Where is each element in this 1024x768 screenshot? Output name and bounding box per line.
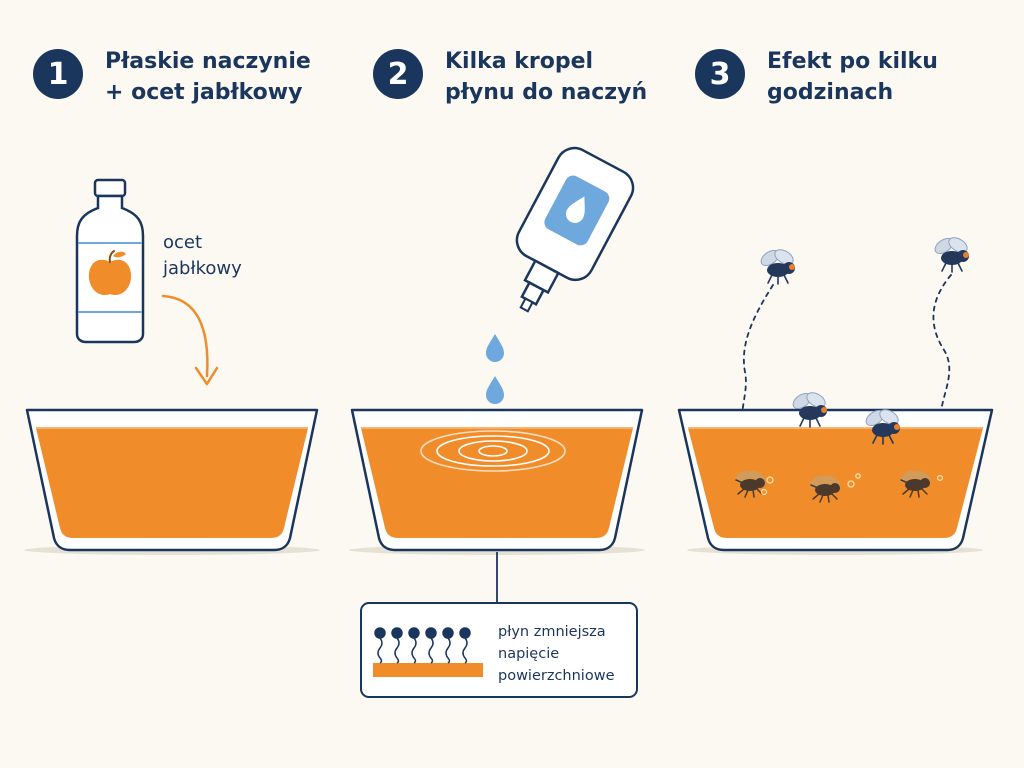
step-3-title-line-1: Efekt po kilku	[767, 49, 938, 74]
step-2-title-line-1: Kilka kropel	[445, 49, 594, 74]
surface-ripples	[420, 430, 566, 472]
step-2-title-line-2: płynu do naczyń	[445, 80, 648, 105]
dish-2	[349, 408, 645, 555]
step-3-title-line-2: godzinach	[767, 80, 894, 105]
step-1-title-line-1: Płaskie naczynie	[105, 49, 311, 74]
apple-icon	[88, 250, 132, 296]
bottle-label-line-2: jabłkowy	[162, 258, 242, 279]
callout-line-1: płyn zmniejsza	[498, 624, 606, 640]
detergent-bottle	[515, 146, 635, 313]
step-3-number-badge: 3	[695, 49, 745, 99]
step-3-header: 3 Efekt po kilku godzinach	[695, 46, 938, 108]
step-1-header: 1 Płaskie naczynie + ocet jabłkowy	[33, 46, 311, 108]
surfactant-molecules-icon	[374, 627, 471, 664]
dish-3	[677, 408, 994, 555]
step-2-title: Kilka kropel płynu do naczyń	[445, 46, 647, 108]
water-drop-icon	[565, 196, 585, 223]
pour-arrow	[161, 294, 219, 386]
step-1-title-line-2: + ocet jabłkowy	[105, 80, 303, 105]
step-2-header: 2 Kilka kropel płynu do naczyń	[373, 46, 647, 108]
step-2-number-badge: 2	[373, 49, 423, 99]
fly-icon	[931, 234, 971, 273]
callout-line-2: napięcie	[498, 646, 559, 662]
vinegar-bottle	[75, 178, 145, 344]
falling-drop	[486, 376, 504, 404]
air-bubbles	[760, 473, 944, 496]
dish-1	[24, 408, 320, 555]
bottle-label-line-1: ocet	[163, 232, 202, 253]
step-3-title: Efekt po kilku godzinach	[767, 46, 938, 108]
surface-tension-callout: płyn zmniejsza napięcie powierzchniowe	[360, 602, 638, 698]
step-1-title: Płaskie naczynie + ocet jabłkowy	[105, 46, 311, 108]
step-1-number-badge: 1	[33, 49, 83, 99]
callout-line-3: powierzchniowe	[498, 668, 615, 684]
fly-icon	[757, 246, 797, 285]
falling-drop	[486, 334, 504, 362]
